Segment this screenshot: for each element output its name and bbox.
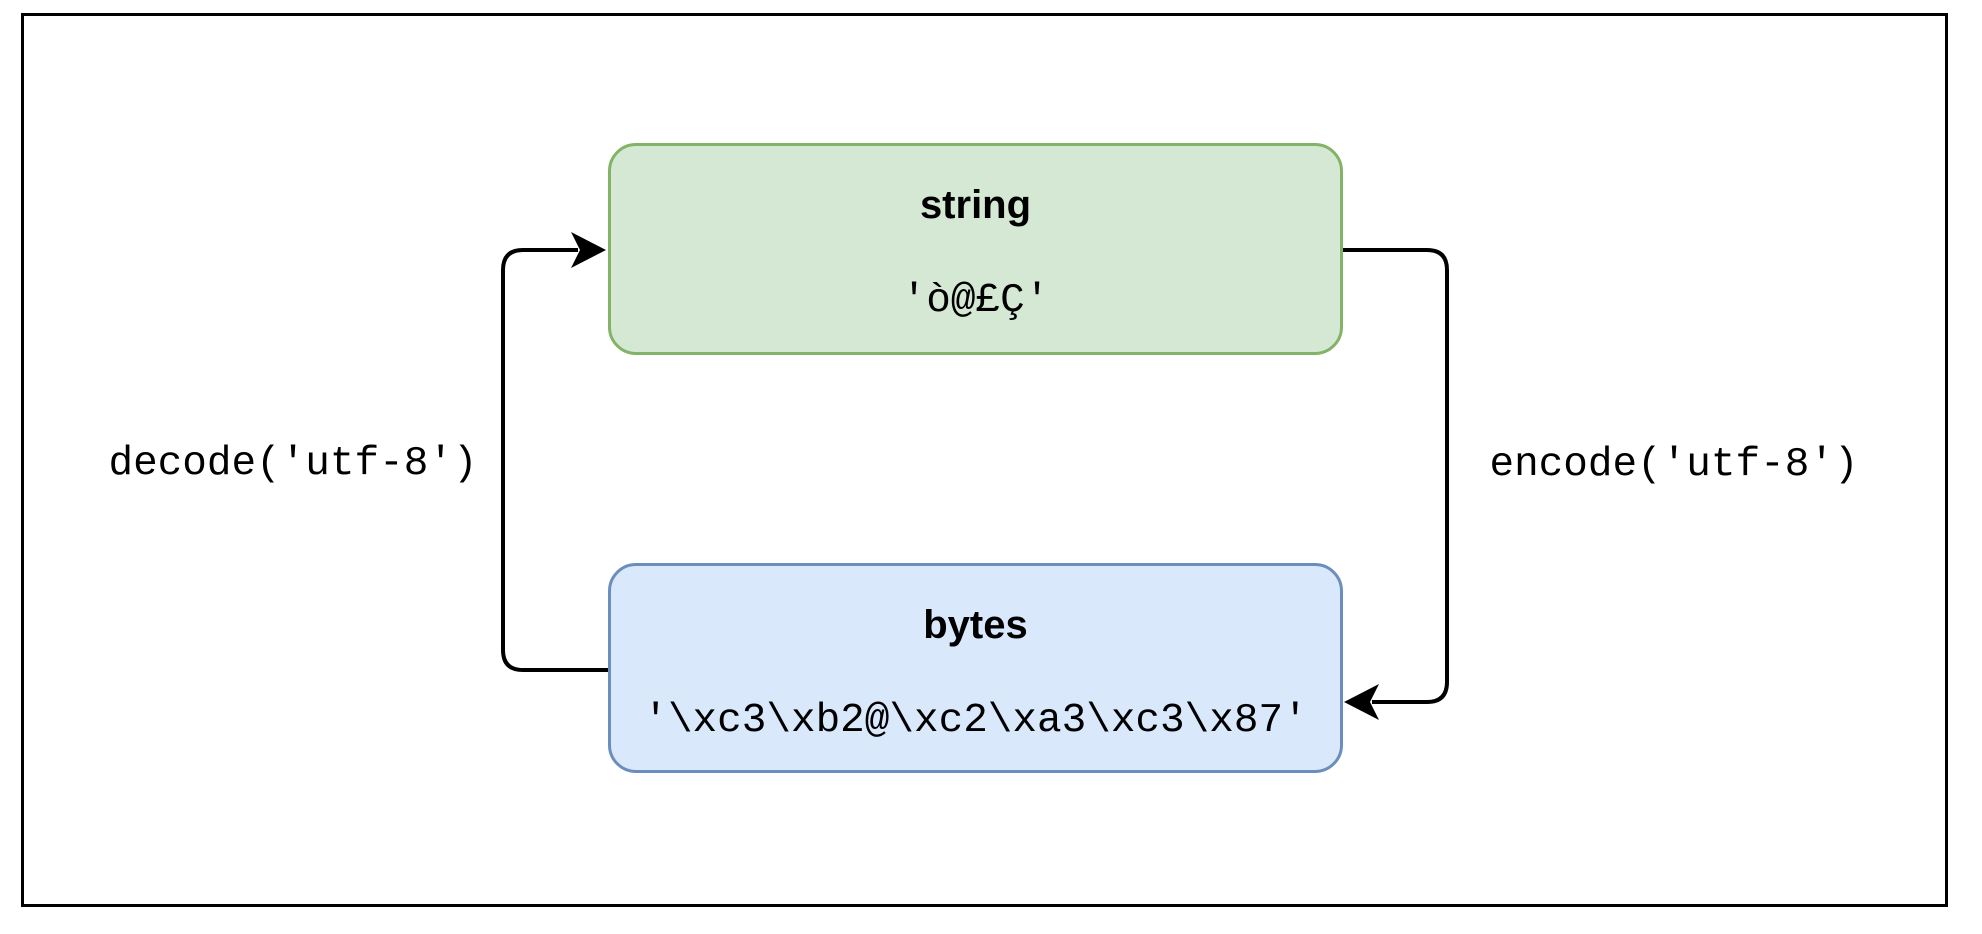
node-bytes: bytes '\xc3\xb2@\xc2\xa3\xc3\x87' xyxy=(608,563,1343,773)
decode-edge-label: decode('utf-8') xyxy=(108,441,478,487)
node-bytes-title: bytes xyxy=(923,603,1028,647)
node-string: string 'ò@£Ç' xyxy=(608,143,1343,355)
encode-edge-label: encode('utf-8') xyxy=(1489,442,1859,488)
node-string-title: string xyxy=(919,183,1032,227)
node-bytes-value: '\xc3\xb2@\xc2\xa3\xc3\x87' xyxy=(643,698,1308,744)
node-string-value: 'ò@£Ç' xyxy=(901,278,1050,324)
